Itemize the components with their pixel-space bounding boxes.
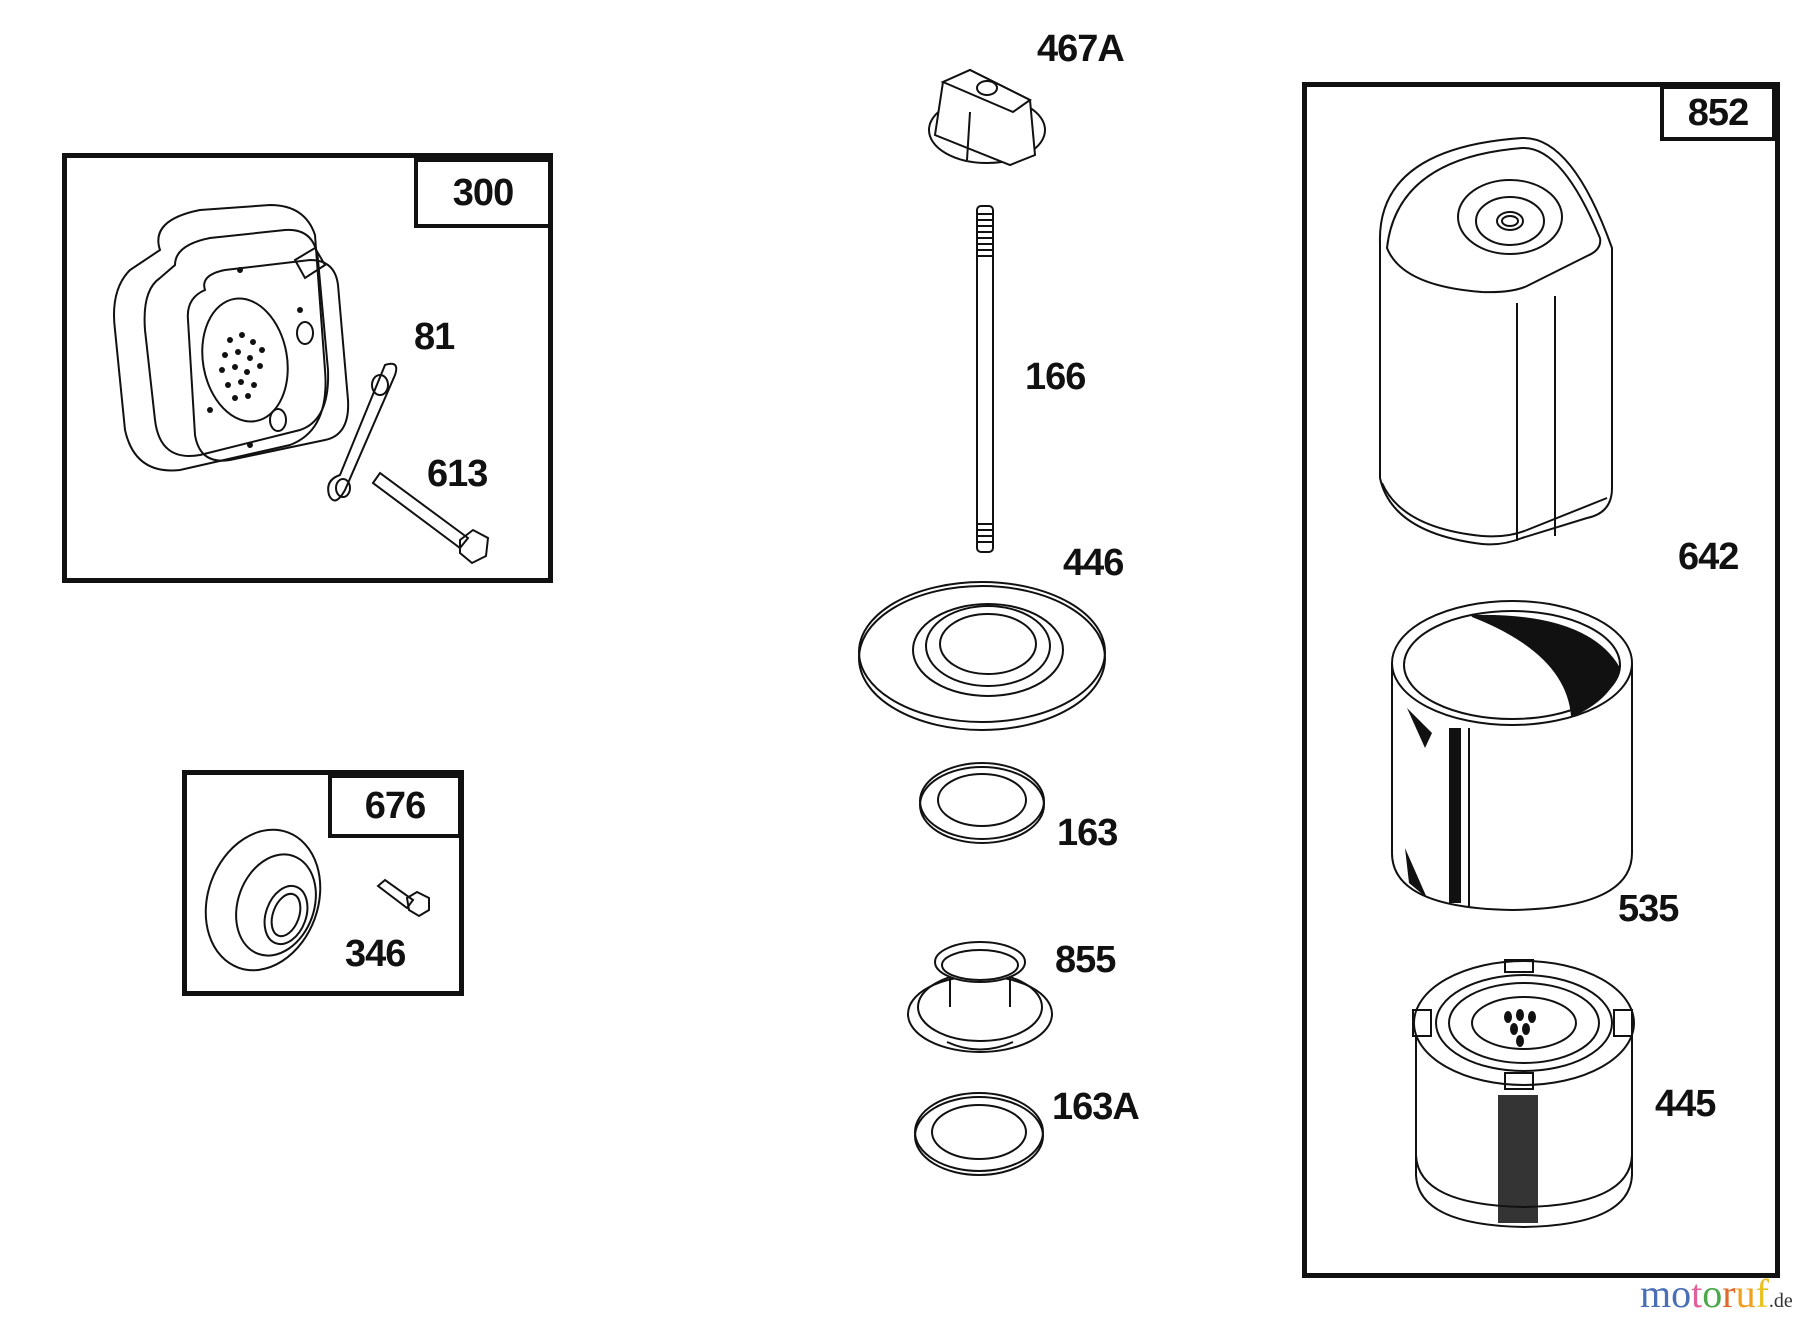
assembly-676-tag[interactable]: 676 <box>328 774 462 838</box>
stud-166-drawing[interactable] <box>972 204 998 554</box>
cover-642-drawing[interactable] <box>1372 128 1612 558</box>
part-label-535: 535 <box>1618 888 1679 930</box>
watermark-letter: t <box>1691 1271 1703 1316</box>
part-label-855: 855 <box>1055 939 1116 981</box>
assembly-852-tag[interactable]: 852 <box>1660 85 1776 141</box>
part-label-163: 163 <box>1057 812 1118 854</box>
deflector-drawing[interactable] <box>198 825 333 975</box>
part-label-163a: 163A <box>1052 1086 1140 1128</box>
part-label-446: 446 <box>1063 542 1124 584</box>
part-label-81: 81 <box>414 316 455 358</box>
watermark-letter: o <box>1671 1271 1692 1316</box>
knob-467a-drawing[interactable] <box>925 60 1050 172</box>
watermark-logo: motoruf.de <box>1640 1274 1793 1314</box>
cartridge-445-drawing[interactable] <box>1408 955 1640 1227</box>
watermark-tld: .de <box>1768 1290 1793 1312</box>
seal-163a-drawing[interactable] <box>912 1090 1047 1178</box>
part-label-467a: 467A <box>1037 28 1125 70</box>
part-label-346: 346 <box>345 933 406 975</box>
plate-446-drawing[interactable] <box>855 578 1110 733</box>
precleaner-535-drawing[interactable] <box>1387 598 1642 918</box>
bolt-346-drawing[interactable] <box>375 878 435 923</box>
watermark-letter: u <box>1735 1271 1756 1316</box>
watermark-letter: r <box>1722 1271 1736 1316</box>
seal-163-drawing[interactable] <box>917 760 1047 846</box>
muffler-lock-81-drawing[interactable] <box>325 360 405 510</box>
bolt-613-drawing[interactable] <box>368 468 498 568</box>
watermark-letter: f <box>1755 1271 1769 1316</box>
watermark-letter: m <box>1640 1271 1672 1316</box>
part-label-642: 642 <box>1678 536 1739 578</box>
part-label-166: 166 <box>1025 356 1086 398</box>
watermark-letter: o <box>1702 1271 1723 1316</box>
spacer-855-drawing[interactable] <box>905 932 1055 1057</box>
part-label-445: 445 <box>1655 1083 1716 1125</box>
muffler-drawing[interactable] <box>90 170 360 510</box>
assembly-300-tag[interactable]: 300 <box>414 158 552 228</box>
part-label-613: 613 <box>427 453 488 495</box>
